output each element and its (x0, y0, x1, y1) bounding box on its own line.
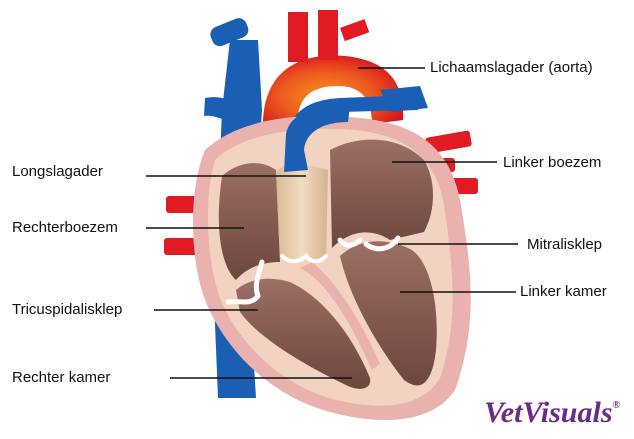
pulmonary-trunk (276, 163, 328, 261)
label-left-atrium: Linker boezem (503, 154, 601, 172)
left-atrium-chamber (330, 140, 433, 248)
registered-mark: ® (613, 400, 620, 411)
right-atrium-chamber (219, 163, 280, 280)
vetvisuals-logo: VetVisuals® (484, 396, 620, 430)
label-pulmonary-artery: Longslagader (12, 163, 103, 181)
label-right-atrium: Rechterboezem (12, 219, 118, 237)
label-mitral-valve: Mitralisklep (527, 236, 602, 254)
label-left-ventricle: Linker kamer (520, 283, 607, 301)
logo-text: VetVisuals (484, 396, 612, 429)
label-tricuspid-valve: Tricuspidalisklep (12, 301, 122, 319)
label-aorta: Lichaamslagader (aorta) (430, 59, 593, 77)
label-right-ventricle: Rechter kamer (12, 369, 110, 387)
